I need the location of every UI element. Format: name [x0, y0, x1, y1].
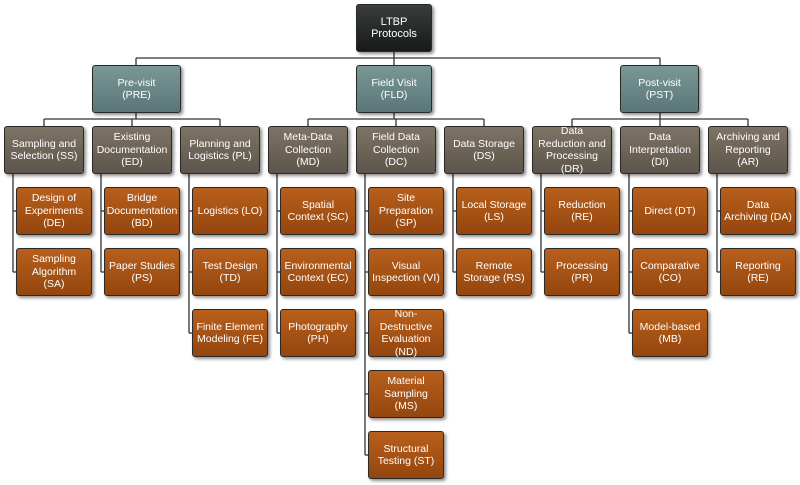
item-structural-testing: Structural Testing (ST): [368, 431, 444, 479]
item-material-sampling: Material Sampling (MS): [368, 370, 444, 418]
phase-field-visit: Field Visit (FLD): [356, 65, 432, 113]
item-environmental-context: Environmental Context (EC): [280, 248, 356, 296]
item-reporting: Reporting (RE): [720, 248, 796, 296]
item-model-based: Model-based (MB): [632, 309, 708, 357]
item-non-destructive-evaluation: Non-Destructive Evaluation (ND): [368, 308, 444, 358]
item-bridge-documentation: Bridge Documentation (BD): [104, 187, 180, 235]
item-design-of-experiments: Design of Experiments (DE): [16, 187, 92, 235]
item-finite-element-modeling: Finite Element Modeling (FE): [192, 309, 268, 357]
item-local-storage: Local Storage (LS): [456, 187, 532, 235]
item-direct: Direct (DT): [632, 187, 708, 235]
item-logistics: Logistics (LO): [192, 187, 268, 235]
item-comparative: Comparative (CO): [632, 248, 708, 296]
phase-pre-visit: Pre-visit (PRE): [92, 65, 181, 113]
category-data-storage: Data Storage (DS): [444, 126, 524, 174]
item-photography: Photography (PH): [280, 309, 356, 357]
item-spatial-context: Spatial Context (SC): [280, 187, 356, 235]
item-processing: Processing (PR): [544, 248, 620, 296]
item-data-archiving: Data Archiving (DA): [720, 187, 796, 235]
item-reduction: Reduction (RE): [544, 187, 620, 235]
item-test-design: Test Design (TD): [192, 248, 268, 296]
item-paper-studies: Paper Studies (PS): [104, 248, 180, 296]
phase-post-visit: Post-visit (PST): [620, 65, 699, 113]
category-existing-documentation: Existing Documentation (ED): [92, 126, 172, 174]
item-remote-storage: Remote Storage (RS): [456, 248, 532, 296]
category-sampling-selection: Sampling and Selection (SS): [4, 126, 84, 174]
item-visual-inspection: Visual Inspection (VI): [368, 248, 444, 296]
category-planning-logistics: Planning and Logistics (PL): [180, 126, 260, 174]
item-sampling-algorithm: Sampling Algorithm (SA): [16, 248, 92, 296]
category-data-reduction-processing: Data Reduction and Processing (DR): [532, 125, 612, 175]
category-field-data-collection: Field Data Collection (DC): [356, 126, 436, 174]
category-meta-data-collection: Meta-Data Collection (MD): [268, 126, 348, 174]
root-node: LTBP Protocols: [356, 4, 432, 52]
item-site-preparation: Site Preparation (SP): [368, 187, 444, 235]
category-archiving-reporting: Archiving and Reporting (AR): [708, 126, 788, 174]
category-data-interpretation: Data Interpretation (DI): [620, 126, 700, 174]
